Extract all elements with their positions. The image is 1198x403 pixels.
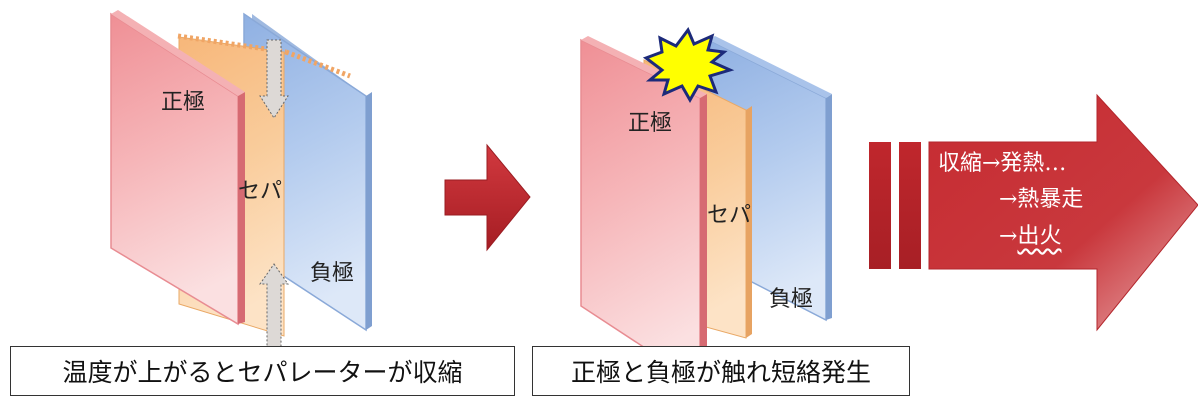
caption-diagram-2: 正極と負極が触れ短絡発生 — [532, 346, 910, 396]
positive-label-2: 正極 — [628, 111, 673, 136]
diagram-2 — [580, 27, 832, 386]
shrink-arrow-down — [259, 39, 289, 119]
big-arrow-shape — [928, 93, 1198, 332]
result-line-3: →出火 — [999, 226, 1061, 248]
positive-plate-2 — [580, 36, 707, 386]
positive-plate-1 — [110, 10, 245, 326]
result-bar-2 — [899, 142, 921, 269]
negative-label-1: 負極 — [310, 261, 355, 286]
result-line-2: →熱暴走 — [999, 187, 1084, 212]
separator-label-2: セパ — [707, 203, 752, 228]
negative-label-2: 負極 — [769, 287, 814, 312]
caption-diagram-1: 温度が上がるとセパレーターが収縮 — [10, 346, 515, 396]
result-fire-text: 出火 — [1017, 224, 1062, 249]
separator-label-1: セパ — [238, 179, 283, 204]
result-line-3-arrow: → — [999, 224, 1018, 249]
diagram-1 — [110, 10, 372, 353]
positive-label-1: 正極 — [161, 90, 206, 115]
result-arrow — [869, 93, 1198, 332]
shrink-arrow-up — [259, 263, 289, 353]
result-line-1: 収縮→発熱… — [938, 151, 1067, 176]
transition-arrow — [444, 143, 531, 252]
short-circuit-spark-icon — [642, 27, 735, 104]
result-bar-1 — [869, 142, 891, 269]
